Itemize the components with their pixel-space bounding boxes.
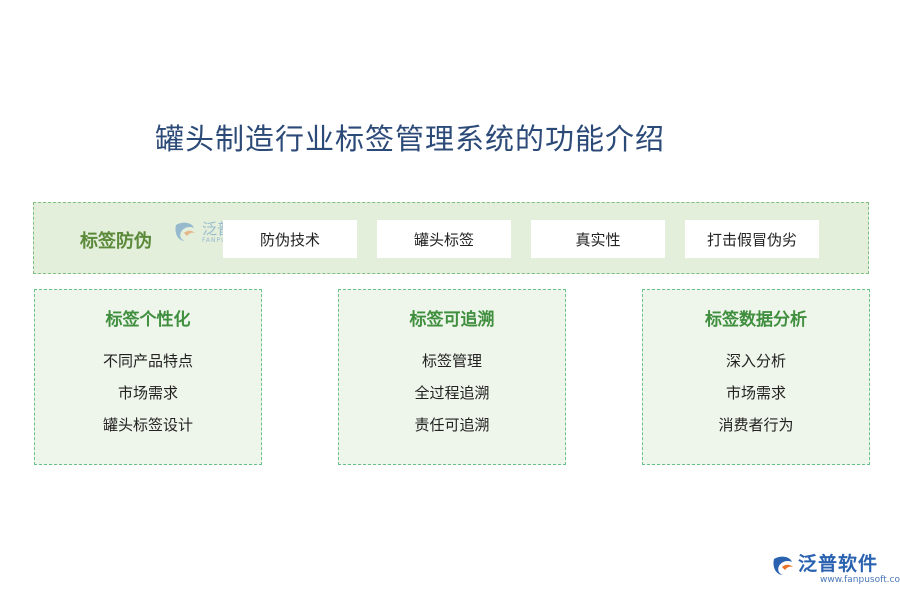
anti-counterfeit-band: 标签防伪 泛普软件 FANPU SOFTWARE 防伪技术 罐头标签 真实性 打… — [33, 202, 869, 274]
box-label-personalization: 标签个性化 不同产品特点 市场需求 罐头标签设计 — [34, 289, 262, 465]
box-title: 标签数据分析 — [705, 310, 807, 330]
page-title: 罐头制造行业标签管理系统的功能介绍 — [155, 122, 666, 156]
chip-anti-fake: 打击假冒伪劣 — [685, 220, 819, 258]
box-item: 市场需求 — [725, 384, 786, 402]
box-item: 标签管理 — [421, 352, 482, 370]
fanpu-logo-icon — [175, 222, 195, 241]
footer-brand: 泛普软件 — [798, 553, 879, 575]
chip-can-label: 罐头标签 — [377, 220, 511, 258]
box-item: 全过程追溯 — [414, 384, 490, 402]
box-title: 标签可追溯 — [409, 310, 495, 330]
box-label-traceability: 标签可追溯 标签管理 全过程追溯 责任可追溯 — [338, 289, 566, 465]
fanpu-logo-icon — [773, 556, 793, 575]
box-item: 责任可追溯 — [414, 416, 490, 434]
chip-authenticity: 真实性 — [531, 220, 665, 258]
box-label-data-analysis: 标签数据分析 深入分析 市场需求 消费者行为 — [642, 289, 870, 465]
chip-anti-counterfeit-tech: 防伪技术 — [223, 220, 357, 258]
box-item: 市场需求 — [117, 384, 178, 402]
box-title: 标签个性化 — [105, 310, 191, 330]
band-title: 标签防伪 — [80, 231, 152, 252]
box-item: 不同产品特点 — [102, 352, 193, 370]
box-item: 深入分析 — [725, 352, 786, 370]
box-item: 罐头标签设计 — [102, 416, 193, 434]
box-item: 消费者行为 — [718, 416, 794, 434]
footer-url: www.fanpusoft.com — [820, 575, 900, 585]
footer-logo: 泛普软件 www.fanpusoft.com — [770, 553, 900, 585]
